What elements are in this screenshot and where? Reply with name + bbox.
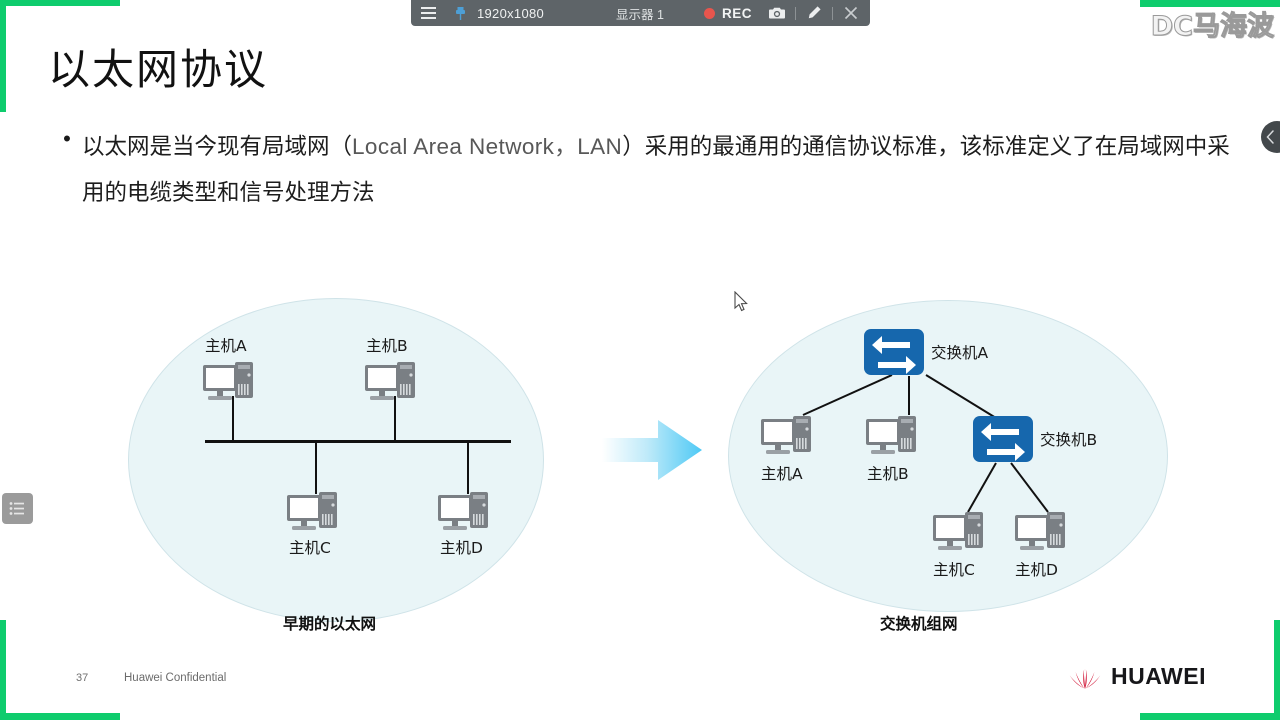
drop-line-host-b bbox=[394, 396, 396, 441]
bullet-text-part2: ）采用的最通用的通信协议标准，该标准定义 bbox=[622, 134, 1073, 160]
huawei-brand-text: HUAWEI bbox=[1111, 663, 1206, 689]
switch-icon bbox=[973, 416, 1033, 462]
caption-switched-network: 交换机组网 bbox=[880, 615, 958, 633]
bullet-text: 以太网是当今现有局域网（Local Area Network，LAN）采用的最通… bbox=[82, 124, 1237, 216]
bullet-text-english: Local Area Network，LAN bbox=[352, 134, 623, 159]
confidentiality-notice: Huawei Confidential bbox=[124, 672, 227, 684]
list-menu-icon[interactable] bbox=[2, 493, 33, 524]
label-host-c-left: 主机C bbox=[289, 539, 331, 557]
label-switch-a: 交换机A bbox=[931, 344, 989, 362]
huawei-flower-icon bbox=[1069, 668, 1101, 689]
bullet-paragraph: • 以太网是当今现有局域网（Local Area Network，LAN）采用的… bbox=[52, 124, 1237, 216]
pc-icon bbox=[201, 358, 263, 406]
rec-label[interactable]: REC bbox=[721, 5, 752, 21]
watermark: DC马海波 bbox=[1150, 11, 1274, 43]
bullet-marker: • bbox=[63, 126, 71, 151]
recording-border-left-bottom bbox=[0, 620, 6, 720]
toolbar-divider-1 bbox=[795, 6, 796, 20]
pc-icon bbox=[864, 412, 926, 460]
pc-icon bbox=[759, 412, 821, 460]
camera-icon[interactable] bbox=[764, 0, 790, 26]
recording-border-bottom-right bbox=[1140, 713, 1280, 720]
label-host-d-left: 主机D bbox=[440, 539, 483, 557]
recording-border-top-left bbox=[0, 0, 120, 6]
pc-icon bbox=[931, 508, 993, 556]
transition-arrow bbox=[600, 408, 704, 492]
hamburger-icon[interactable] bbox=[411, 0, 445, 26]
resolution-label: 1920x1080 bbox=[477, 5, 545, 21]
bullet-text-line2: 了在局域网中采用的电缆类型和信号处理方法 bbox=[82, 134, 1230, 206]
early-ethernet-diagram: 主机A 主机B bbox=[128, 298, 548, 638]
page-title: 以太网协议 bbox=[48, 45, 269, 94]
chevron-left-icon[interactable] bbox=[1261, 121, 1280, 153]
recorder-actions: REC bbox=[703, 0, 870, 26]
network-cloud-ellipse-left bbox=[128, 298, 544, 622]
close-icon[interactable] bbox=[838, 0, 864, 26]
label-host-b-right: 主机B bbox=[867, 465, 909, 483]
page-number: 37 bbox=[76, 672, 89, 684]
pc-icon bbox=[363, 358, 425, 406]
label-host-c-right: 主机C bbox=[933, 561, 975, 579]
label-host-a-right: 主机A bbox=[761, 465, 803, 483]
pc-icon bbox=[436, 488, 498, 536]
huawei-logo: HUAWEI bbox=[1068, 663, 1206, 690]
bullet-text-part1: 以太网是当今现有局域网（ bbox=[82, 134, 353, 160]
recording-border-right-bottom bbox=[1274, 620, 1280, 720]
drop-line-host-d bbox=[467, 442, 469, 494]
label-host-a-left: 主机A bbox=[205, 337, 247, 355]
pc-icon bbox=[1013, 508, 1075, 556]
screen-recorder-toolbar: 1920x1080 显示器 1 REC bbox=[411, 0, 870, 26]
drop-line-host-a bbox=[232, 396, 234, 441]
label-switch-b: 交换机B bbox=[1040, 431, 1098, 449]
recording-border-bottom-left bbox=[0, 713, 120, 720]
recording-border-left-top bbox=[0, 0, 6, 112]
switch-icon bbox=[864, 329, 924, 375]
pin-icon[interactable] bbox=[445, 0, 475, 26]
bus-backbone-line bbox=[205, 440, 511, 443]
pen-icon[interactable] bbox=[801, 0, 827, 26]
label-host-b-left: 主机B bbox=[366, 337, 408, 355]
record-status-dot bbox=[703, 7, 715, 19]
mouse-pointer-icon bbox=[734, 290, 749, 317]
caption-early-ethernet: 早期的以太网 bbox=[283, 615, 377, 633]
toolbar-divider-2 bbox=[832, 6, 833, 20]
switched-network-diagram: 交换机A 主机A bbox=[728, 300, 1170, 636]
label-host-d-right: 主机D bbox=[1015, 561, 1058, 579]
monitor-label: 显示器 1 bbox=[616, 7, 664, 22]
switch-links bbox=[802, 374, 1049, 513]
drop-line-host-c bbox=[315, 442, 317, 494]
network-cloud-ellipse-right bbox=[728, 300, 1168, 612]
pc-icon bbox=[285, 488, 347, 536]
